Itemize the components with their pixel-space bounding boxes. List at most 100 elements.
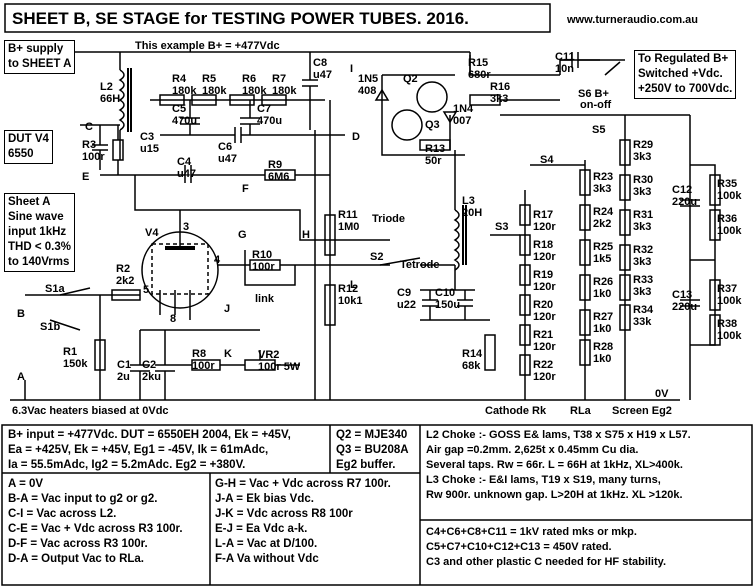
component-c8-value: u47 [313, 69, 332, 81]
component-q2-ref: Q2 [403, 73, 418, 85]
node-i: I [350, 63, 353, 75]
node-d: D [352, 131, 360, 143]
component-r16-ref: R16 [490, 81, 510, 93]
node-k: K [224, 348, 232, 360]
component-r34-value: 33k [633, 316, 652, 328]
component-c1-ref: C1 [117, 359, 131, 371]
switch-s5: S5 [592, 124, 605, 136]
node-f: F [242, 183, 249, 195]
switch-s6: S6 B+ [578, 88, 609, 100]
component-r16-value: 3k3 [490, 93, 508, 105]
component-r36-value: 100k [717, 225, 742, 237]
component-r24-value: 2k2 [593, 218, 611, 230]
component-r2-value: 2k2 [116, 275, 134, 287]
component-l3-ref: L3 [462, 195, 475, 207]
component-r14-ref: R14 [462, 348, 483, 360]
component-r24-ref: R24 [593, 206, 614, 218]
component-r29-value: 3k3 [633, 151, 651, 163]
switch-s1b: S1b [40, 321, 60, 333]
node-l: L [350, 279, 357, 291]
component-r12-ref: R12 [338, 283, 358, 295]
component-r36-ref: R36 [717, 213, 737, 225]
tube-pin-8: 8 [170, 313, 176, 325]
switch-s2: S2 [370, 251, 383, 263]
component-r31-value: 3k3 [633, 221, 651, 233]
component-r27-value: 1k0 [593, 323, 611, 335]
tube-pin-3: 3 [183, 221, 189, 233]
component-c2-ref: C2 [142, 359, 156, 371]
component-r35-ref: R35 [717, 178, 737, 190]
component-r3-value: 100r [82, 151, 105, 163]
component-r22-ref: R22 [533, 359, 553, 371]
component-l2-value: 66H [100, 93, 120, 105]
node-h: H [302, 229, 310, 241]
component-r4-value: 180k [172, 85, 197, 97]
component-r10-ref: R10 [252, 249, 272, 261]
regulated-box: To Regulated B+Switched +Vdc.+250V to 70… [634, 50, 737, 99]
component-r18-ref: R18 [533, 239, 553, 251]
component-r19-ref: R19 [533, 269, 553, 281]
component-r5-value: 180k [202, 85, 227, 97]
component-r33-value: 3k3 [633, 286, 651, 298]
component-c9-value: u22 [397, 299, 416, 311]
component-r21-value: 120r [533, 341, 556, 353]
component-c12-value: 220u [672, 196, 697, 208]
component-r23-ref: R23 [593, 171, 613, 183]
component-r11-ref: R11 [338, 209, 358, 221]
component-c11-ref: C11 [555, 51, 575, 63]
component-c7-value: 470u [257, 115, 282, 127]
component-r8-value: 100r [192, 360, 215, 372]
component-c3-value: u15 [140, 143, 159, 155]
component-r32-ref: R32 [633, 244, 653, 256]
component-c10-value: 150u [435, 299, 460, 311]
component-r5-ref: R5 [202, 73, 216, 85]
component-zd-ref: 1N5 [358, 73, 378, 85]
component-r20-value: 120r [533, 311, 556, 323]
component-c6-value: u47 [218, 153, 237, 165]
component-d2-ref: 1N4 [453, 103, 474, 115]
component-r26-ref: R26 [593, 276, 613, 288]
component-c4-value: u47 [177, 168, 196, 180]
component-c9-ref: C9 [397, 287, 411, 299]
component-c5-ref: C5 [172, 103, 186, 115]
component-r34-ref: R34 [633, 304, 654, 316]
component-c3-ref: C3 [140, 131, 154, 143]
component-r28-value: 1k0 [593, 353, 611, 365]
component-c10-ref: C10 [435, 287, 455, 299]
component-r1-ref: R1 [63, 346, 77, 358]
component-r10-value: 100r [252, 261, 275, 273]
component-r3-ref: R3 [82, 139, 96, 151]
component-r9-value: 6M6 [268, 171, 289, 183]
switch-s4: S4 [540, 154, 554, 166]
component-r32-value: 3k3 [633, 256, 651, 268]
component-r35-value: 100k [717, 190, 742, 202]
component-r21-ref: R21 [533, 329, 553, 341]
component-r26-value: 1k0 [593, 288, 611, 300]
component-l3-value: 20H [462, 207, 482, 219]
component-r25-value: 1k5 [593, 253, 611, 265]
component-r30-value: 3k3 [633, 186, 651, 198]
tube-pin-4: 4 [214, 254, 221, 266]
node-a: A [17, 371, 25, 383]
label-screen: Screen Eg2 [612, 405, 672, 417]
component-c1-value: 2u [117, 371, 130, 383]
legend-col2: G-H = Vac + Vdc across R7 100r.J-A = Ek … [215, 478, 391, 565]
component-r31-ref: R31 [633, 209, 653, 221]
title: SHEET B, SE STAGE for TESTING POWER TUBE… [12, 9, 469, 28]
component-c13-value: 220u [672, 301, 697, 313]
component-c2-value: 2ku [142, 371, 161, 383]
component-r38-value: 100k [717, 330, 742, 342]
component-r23-value: 3k3 [593, 183, 611, 195]
component-r15-ref: R15 [468, 57, 488, 69]
website: www.turneraudio.com.au [566, 14, 698, 26]
title-frame [4, 3, 551, 33]
component-r29-ref: R29 [633, 139, 653, 151]
component-r2-ref: R2 [116, 263, 130, 275]
component-r20-ref: R20 [533, 299, 553, 311]
node-e: E [82, 171, 89, 183]
node-c: C [85, 121, 93, 133]
